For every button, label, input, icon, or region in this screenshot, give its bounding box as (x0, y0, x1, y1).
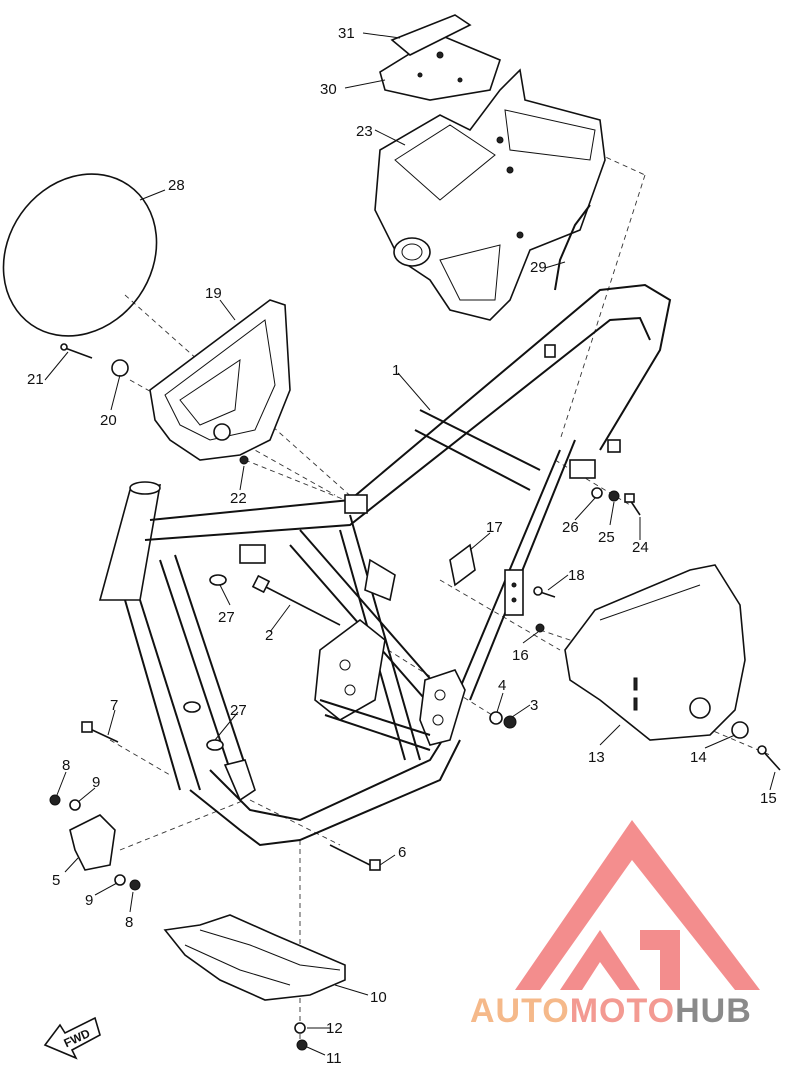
bolt-11 (296, 1039, 308, 1051)
part-labels: 31 30 23 28 29 19 1 21 20 22 17 26 25 24… (27, 25, 777, 1067)
nut-22 (239, 455, 249, 465)
bracket-17 (449, 543, 476, 587)
label-4: 4 (498, 677, 506, 694)
label-25: 25 (598, 529, 615, 546)
bolt-18 (533, 586, 556, 598)
washer-9-upper (69, 799, 81, 811)
label-8-lower: 8 (125, 914, 133, 931)
label-29: 29 (530, 259, 547, 276)
label-28: 28 (168, 177, 185, 194)
svg-text:AUTOMOTOHUB: AUTOMOTOHUB (470, 992, 752, 1030)
seat-bracket (390, 14, 472, 56)
label-27-lower: 27 (230, 702, 247, 719)
label-12: 12 (326, 1020, 343, 1037)
label-10: 10 (370, 989, 387, 1006)
label-31: 31 (338, 25, 355, 42)
watermark-text: AUTOMOTOHUB (470, 992, 752, 1030)
label-18: 18 (568, 567, 585, 584)
engine-bracket-5 (69, 814, 116, 871)
label-17: 17 (486, 519, 503, 536)
nut-16 (535, 623, 545, 633)
main-frame (98, 283, 672, 847)
washer-9-lower (114, 874, 126, 886)
engine-mount-bolt-2 (251, 574, 341, 626)
label-22: 22 (230, 490, 247, 507)
label-14: 14 (690, 749, 707, 766)
air-filter-gasket-ring (2, 173, 158, 337)
label-5: 5 (52, 872, 60, 889)
label-26: 26 (562, 519, 579, 536)
bolt-24 (624, 493, 641, 516)
nut-8-lower (129, 879, 141, 891)
label-9-lower: 9 (85, 892, 93, 909)
grommet-20 (111, 359, 129, 377)
nut-25 (608, 490, 620, 502)
label-1: 1 (392, 362, 400, 379)
label-13: 13 (588, 749, 605, 766)
bolt-6 (329, 844, 381, 871)
label-30: 30 (320, 81, 337, 98)
screw-21 (60, 343, 93, 359)
washer-12 (294, 1022, 306, 1034)
label-23: 23 (356, 123, 373, 140)
label-21: 21 (27, 371, 44, 388)
screw-15 (757, 745, 781, 771)
label-20: 20 (100, 412, 117, 429)
label-24: 24 (632, 539, 649, 556)
watermark-moto: MOTO (570, 992, 675, 1030)
label-16: 16 (512, 647, 529, 664)
forward-direction-arrow: FWD (43, 1016, 101, 1060)
leader-lines (44, 32, 776, 1056)
right-side-cover (564, 564, 746, 741)
watermark-hub: HUB (675, 992, 752, 1030)
washer-4 (489, 711, 503, 725)
label-6: 6 (398, 844, 406, 861)
watermark-logo (515, 820, 760, 990)
nut-3 (503, 715, 517, 729)
label-27-upper: 27 (218, 609, 235, 626)
label-9-upper: 9 (92, 774, 100, 791)
washer-26 (591, 487, 603, 499)
label-3: 3 (530, 697, 538, 714)
watermark-auto: AUTO (470, 992, 570, 1030)
label-8-upper: 8 (62, 757, 70, 774)
nut-8-upper (49, 794, 61, 806)
label-19: 19 (205, 285, 222, 302)
grommet-14 (731, 721, 749, 739)
skid-plate (163, 914, 346, 1001)
bolt-7 (81, 721, 119, 743)
left-side-cover (149, 299, 291, 461)
breather-hose (554, 204, 591, 291)
label-11: 11 (326, 1050, 342, 1067)
label-15: 15 (760, 790, 777, 807)
label-2: 2 (265, 627, 273, 644)
label-7: 7 (110, 697, 118, 714)
air-box (374, 68, 606, 321)
